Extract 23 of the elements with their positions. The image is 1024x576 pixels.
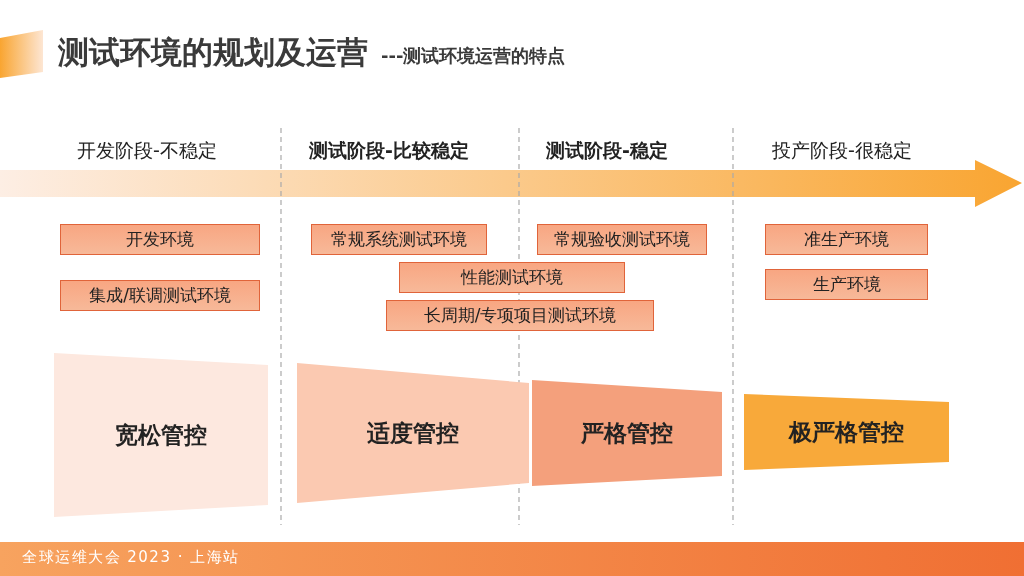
control-level-label: 宽松管控 (114, 420, 208, 450)
environment-box: 常规验收测试环境 (537, 224, 707, 255)
environment-box: 性能测试环境 (399, 262, 625, 293)
stage-heading: 测试阶段-稳定 (546, 138, 668, 163)
environment-box: 集成/联调测试环境 (60, 280, 260, 311)
stage-heading: 投产阶段-很稳定 (772, 138, 912, 163)
stage-heading: 测试阶段-比较稳定 (309, 138, 469, 163)
slide-title: 测试环境的规划及运营 (58, 33, 368, 72)
control-level-label: 严格管控 (580, 418, 674, 448)
control-level-trapezoid (297, 363, 529, 503)
environment-box: 开发环境 (60, 224, 260, 255)
environment-box: 长周期/专项项目测试环境 (386, 300, 654, 331)
footer-text: 全球运维大会 2023 · 上海站 (22, 548, 240, 567)
control-level-trapezoid (744, 394, 949, 470)
environment-box: 准生产环境 (765, 224, 928, 255)
environment-box: 生产环境 (765, 269, 928, 300)
environment-box: 常规系统测试环境 (311, 224, 487, 255)
stage-heading: 开发阶段-不稳定 (77, 138, 217, 163)
control-level-label: 极严格管控 (787, 417, 905, 447)
slide-subtitle: ---测试环境运营的特点 (381, 44, 566, 68)
control-level-label: 适度管控 (366, 418, 460, 448)
control-level-trapezoid (532, 380, 722, 486)
control-level-trapezoid (54, 353, 268, 517)
